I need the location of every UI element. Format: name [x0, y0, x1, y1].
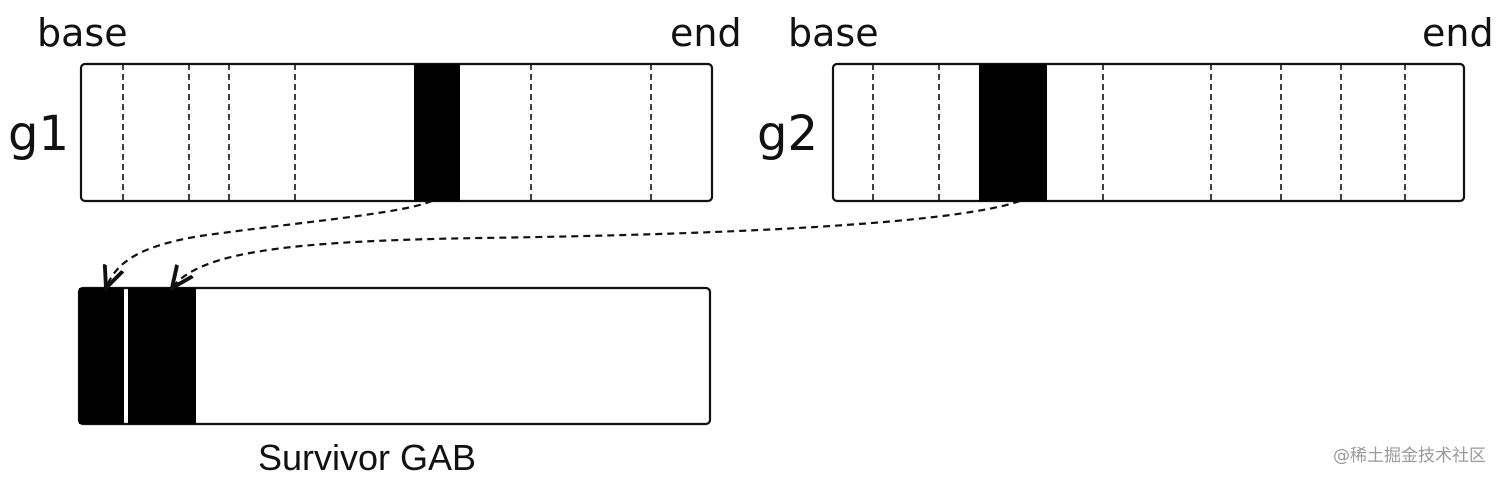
g2-base-label: base [788, 11, 879, 55]
g2-region-frame [831, 62, 1466, 203]
g1-region-frame [79, 62, 714, 203]
survivor-copied-object-1 [79, 288, 124, 424]
copy-arrow-g1 [106, 199, 433, 288]
g1-base-label: base [37, 11, 128, 55]
survivor-gab-caption: Survivor GAB [258, 437, 477, 478]
copy-arrow-g2 [172, 199, 1021, 288]
g1-end-label: end [670, 11, 742, 55]
g2-end-label: end [1422, 11, 1494, 55]
g1-live-object [414, 64, 460, 201]
g2-name-label: g2 [757, 106, 819, 162]
watermark: @稀土掘金技术社区 [1333, 446, 1486, 466]
g2-region [831, 62, 1466, 203]
survivor-copied-object-2 [128, 288, 196, 424]
g1-region [79, 62, 714, 203]
g1-name-label: g1 [8, 106, 70, 162]
survivor-gab [77, 286, 712, 426]
g2-live-object [979, 64, 1047, 201]
